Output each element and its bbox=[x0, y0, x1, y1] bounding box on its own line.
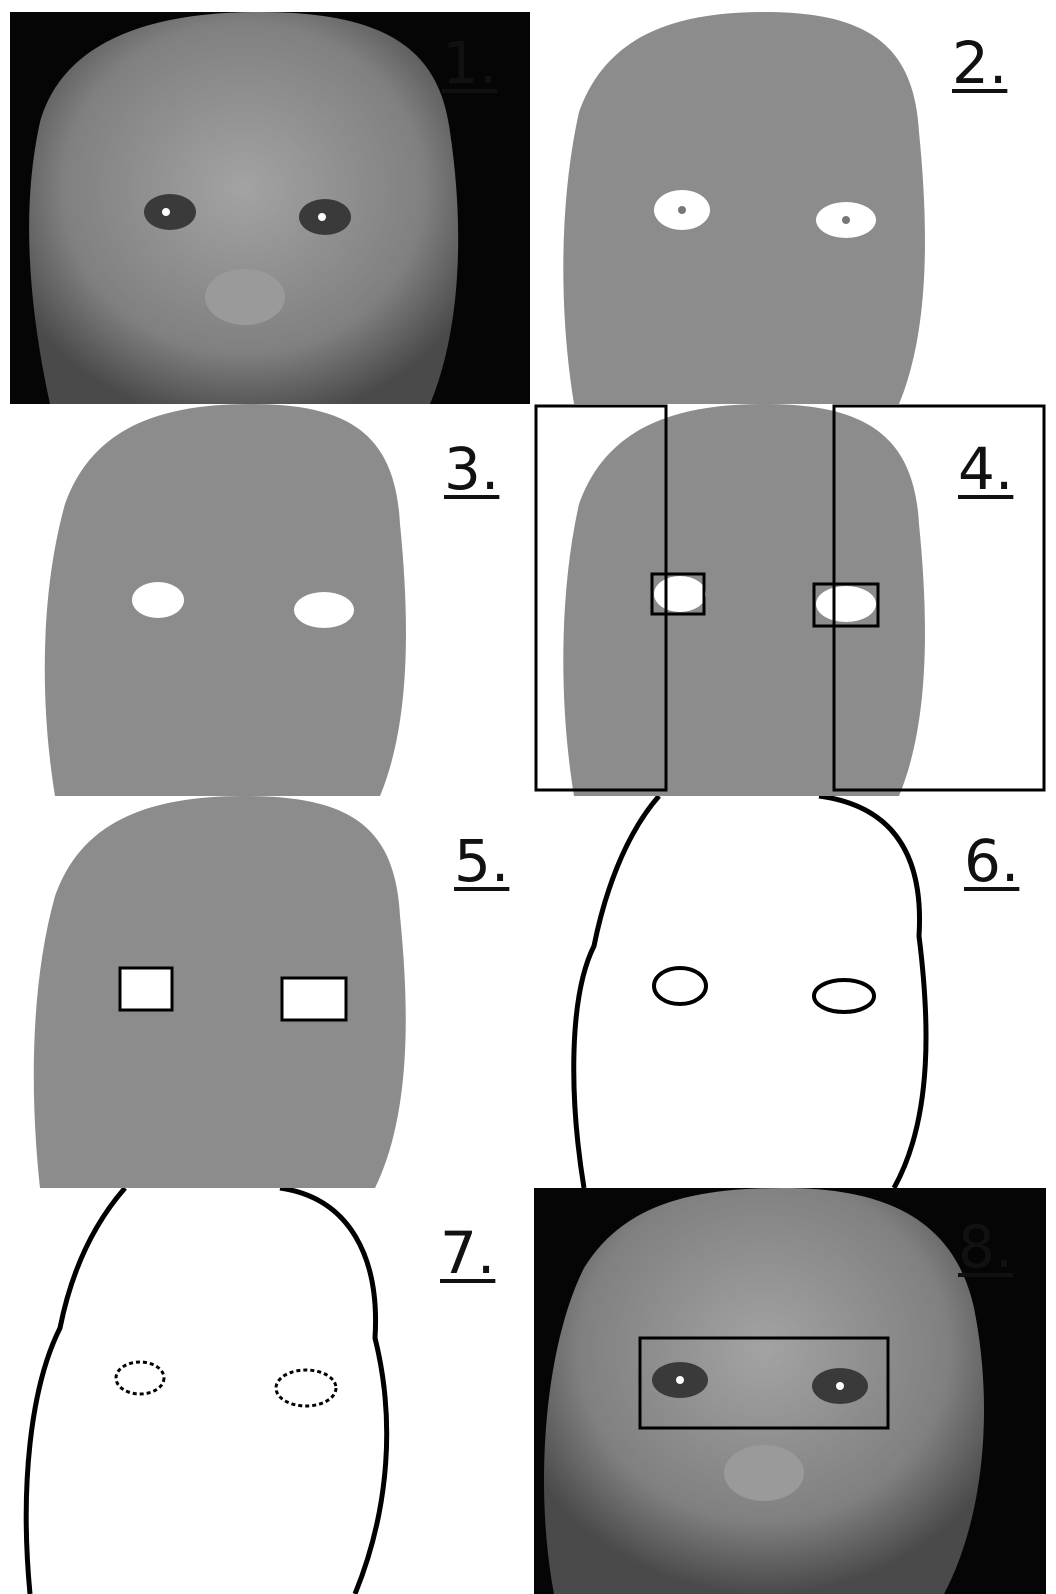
right-pupil bbox=[842, 216, 850, 224]
left-eye-blob bbox=[654, 576, 706, 612]
right-eye-contour bbox=[814, 980, 874, 1012]
panel-5-image bbox=[10, 796, 530, 1188]
panel-label: 7. bbox=[440, 1224, 495, 1282]
left-eye-contour bbox=[654, 968, 706, 1004]
left-eye-glint bbox=[162, 208, 170, 216]
panel-7-edge-outline: 7. bbox=[10, 1188, 530, 1594]
left-pupil bbox=[678, 206, 686, 214]
segmented-face bbox=[563, 12, 925, 404]
right-eye-glint bbox=[836, 1382, 844, 1390]
segmented-face bbox=[34, 796, 406, 1188]
right-eye-blob bbox=[816, 586, 876, 622]
face-shape bbox=[29, 12, 458, 404]
face-outline-right bbox=[280, 1188, 387, 1594]
left-eye-glint bbox=[676, 1376, 684, 1384]
panel-label: 2. bbox=[952, 34, 1007, 92]
face-outline-left bbox=[574, 796, 659, 1188]
segmented-face bbox=[45, 404, 406, 796]
panel-4-split-search-regions: 4. bbox=[534, 404, 1046, 796]
right-eye-glint bbox=[318, 213, 326, 221]
panel-8-eye-band-detection: 8. bbox=[534, 1188, 1046, 1594]
panel-label: 1. bbox=[442, 34, 497, 92]
panel-label: 4. bbox=[958, 440, 1013, 498]
panel-2-skin-segmentation: 2. bbox=[534, 12, 1046, 404]
nose bbox=[724, 1445, 804, 1501]
panel-5-eye-boxes: 5. bbox=[10, 796, 530, 1188]
panel-label: 5. bbox=[454, 832, 509, 890]
face-shape bbox=[544, 1188, 984, 1594]
left-eye-contour bbox=[116, 1362, 164, 1394]
panel-label: 3. bbox=[444, 440, 499, 498]
panel-6-edge-outline: 6. bbox=[534, 796, 1046, 1188]
face-outline-left bbox=[26, 1188, 125, 1594]
panel-label: 6. bbox=[964, 832, 1019, 890]
right-eye-box bbox=[282, 978, 346, 1020]
nose bbox=[205, 269, 285, 325]
panel-1-original-face: 1. bbox=[10, 12, 530, 404]
left-eye-box bbox=[120, 968, 172, 1010]
left-eye-blob bbox=[132, 582, 184, 618]
panel-label: 8. bbox=[958, 1218, 1013, 1276]
right-eye-contour bbox=[276, 1370, 336, 1406]
right-eye-blob bbox=[294, 592, 354, 628]
panel-3-eye-blobs: 3. bbox=[10, 404, 530, 796]
